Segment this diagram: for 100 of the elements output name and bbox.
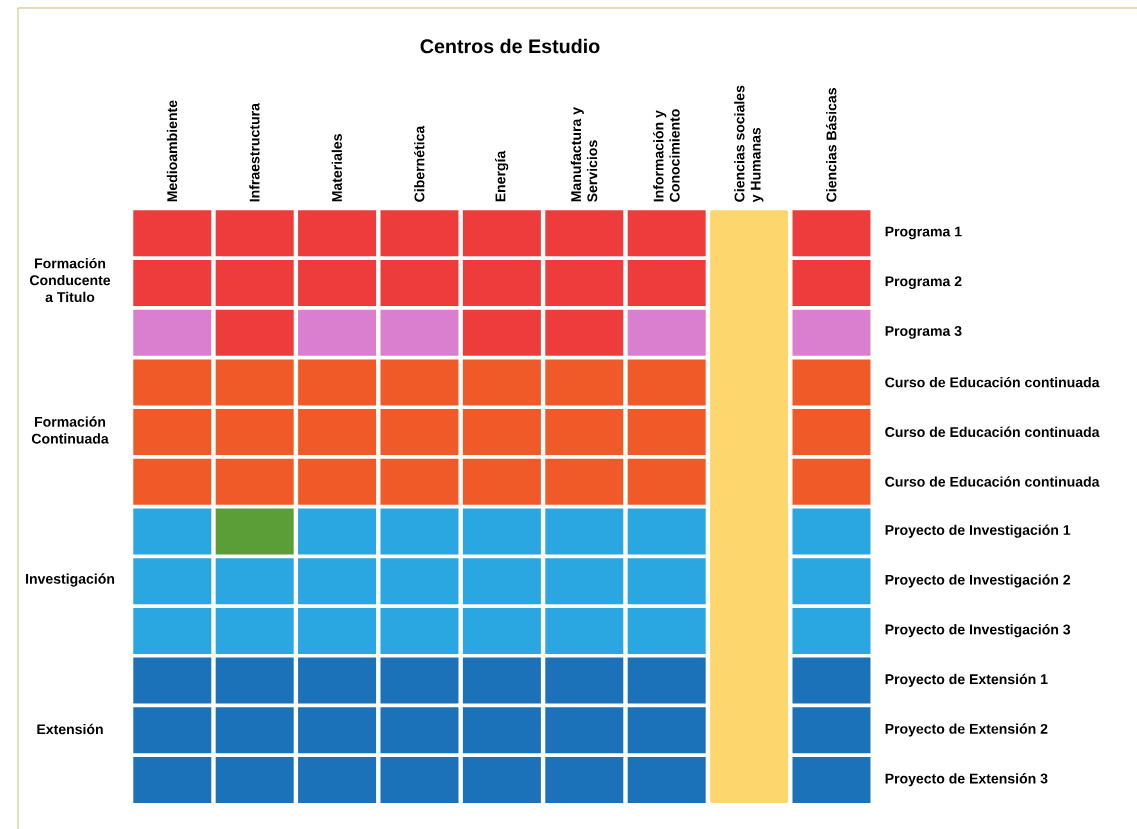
grid-cell <box>298 309 377 356</box>
grid-cell <box>627 607 706 654</box>
grid-cell <box>133 757 212 803</box>
grid-cell <box>298 409 377 456</box>
grid-cell <box>462 409 541 456</box>
grid-cell <box>792 508 871 555</box>
row-label: Proyecto de Investigación 3 <box>885 623 1071 638</box>
row-label: Curso de Educación continuada <box>885 426 1100 437</box>
row-label: Programa 1 <box>885 226 962 240</box>
grid-cell <box>627 359 706 406</box>
grid-cell <box>627 508 706 555</box>
grid-cell <box>215 210 294 257</box>
grid-cell <box>215 508 294 555</box>
grid-cell <box>627 259 706 306</box>
grid-cell <box>215 558 294 605</box>
grid-cell <box>792 259 871 306</box>
grid-cell <box>462 607 541 654</box>
grid-cell <box>133 558 212 605</box>
grid-cell <box>545 707 624 754</box>
row-label: Programa 2 <box>885 276 962 290</box>
grid-cell <box>298 359 377 406</box>
column-header: Información y Conocimiento <box>653 109 680 202</box>
grid-cell <box>792 210 871 257</box>
grid-cell <box>462 757 541 803</box>
grid-cell <box>545 359 624 406</box>
row-label: Proyecto de Extensión 3 <box>885 773 1048 787</box>
grid-cell <box>462 508 541 555</box>
grid-cell <box>133 409 212 456</box>
grid-cell <box>462 657 541 704</box>
grid-cell <box>133 607 212 654</box>
grid-cell <box>133 707 212 754</box>
grid-cell <box>627 210 706 257</box>
grid-cell <box>462 458 541 505</box>
row-group-label: Extensión <box>37 723 103 735</box>
column-header: Infraestructura <box>249 103 260 202</box>
grid-cell <box>380 210 459 257</box>
grid-cell <box>215 458 294 505</box>
grid-cell <box>792 657 871 704</box>
column-header: Energía <box>494 150 509 202</box>
row-group-label: Formación Continuada <box>31 416 109 444</box>
grid-cell <box>380 508 459 555</box>
grid-cell <box>462 309 541 356</box>
grid-cell <box>545 210 624 257</box>
grid-cell <box>462 259 541 306</box>
grid-cell <box>133 359 212 406</box>
grid-cell <box>133 508 212 555</box>
grid-cell <box>215 409 294 456</box>
grid-cell <box>215 359 294 406</box>
grid-cell <box>627 657 706 704</box>
grid-cell <box>792 409 871 456</box>
grid-cell <box>545 508 624 555</box>
grid-cell <box>298 558 377 605</box>
column-header: Manufactura y Servicios <box>570 107 598 202</box>
column-header: Cibernética <box>413 125 425 202</box>
grid-cell <box>627 558 706 605</box>
grid-cell <box>627 707 706 754</box>
grid-cell <box>462 210 541 257</box>
grid-cell <box>792 607 871 654</box>
grid-cell <box>545 657 624 704</box>
row-label: Proyecto de Extensión 2 <box>885 723 1048 737</box>
grid-cell <box>792 558 871 605</box>
grid-cell <box>627 458 706 505</box>
grid-cell <box>545 558 624 605</box>
grid-cell <box>545 757 624 803</box>
grid-cell <box>215 259 294 306</box>
grid-cell <box>133 259 212 306</box>
grid-cell <box>380 359 459 406</box>
grid-cell <box>792 707 871 754</box>
grid-cell <box>545 309 624 356</box>
grid-cell <box>462 359 541 406</box>
grid-cell <box>215 657 294 704</box>
grid-cell <box>215 607 294 654</box>
grid-cell <box>133 657 212 704</box>
grid-cell <box>133 309 212 356</box>
grid-cell <box>298 259 377 306</box>
column-header: Ciencias Básicas <box>825 88 837 202</box>
grid-cell <box>792 309 871 356</box>
grid-cell <box>545 409 624 456</box>
grid-cell <box>380 309 459 356</box>
grid-cell <box>215 309 294 356</box>
grid-cell <box>380 607 459 654</box>
grid-cell <box>380 458 459 505</box>
row-label: Proyecto de Investigación 2 <box>885 574 1071 588</box>
grid-cell <box>380 657 459 704</box>
grid-cell <box>545 458 624 505</box>
chart-title: Centros de Estudio <box>420 38 600 54</box>
column-band <box>710 210 789 803</box>
grid-cell <box>298 210 377 257</box>
grid-cell <box>627 757 706 803</box>
grid-cell <box>133 210 212 257</box>
grid-cell <box>627 409 706 456</box>
grid-cell <box>298 657 377 704</box>
grid-cell <box>792 757 871 803</box>
grid-cell <box>462 707 541 754</box>
grid-cell <box>627 309 706 356</box>
row-group-label: Formación Conducente a Titulo <box>29 257 111 303</box>
grid-cell <box>380 259 459 306</box>
grid-cell <box>215 707 294 754</box>
grid-cell <box>792 359 871 406</box>
grid-cell <box>298 607 377 654</box>
